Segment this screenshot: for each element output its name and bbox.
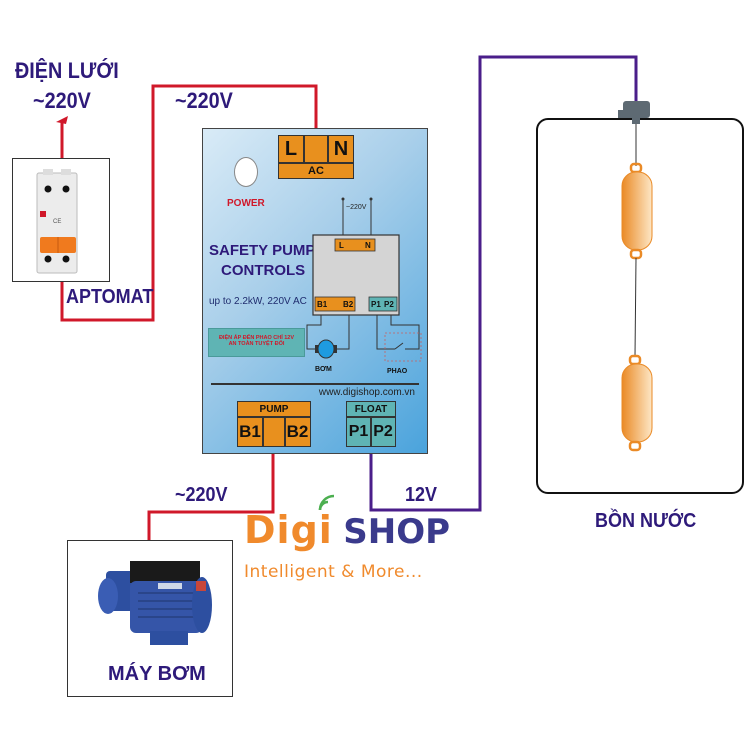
warning-line2: AN TOÀN TUYỆT ĐỐI	[228, 341, 285, 347]
pump-image-frame: MÁY BƠM	[67, 540, 233, 697]
wifi-signal-icon	[318, 494, 335, 511]
power-indicator-lamp	[234, 157, 258, 187]
schematic-p2: P2	[384, 300, 394, 309]
motor-icon	[317, 339, 335, 359]
brand-name-digi: Digi	[244, 508, 333, 552]
terminal-p1: P1	[348, 422, 369, 440]
circuit-breaker-icon: CE	[36, 169, 78, 274]
signal-wire-panel-to-float	[369, 55, 638, 512]
schematic-in-n: N	[365, 241, 371, 250]
tank-label: BỒN NƯỚC	[595, 510, 697, 532]
panel-spec: up to 2.2kW, 220V AC	[209, 296, 307, 307]
schematic-b1: B1	[317, 300, 328, 309]
water-pump-icon	[98, 561, 212, 645]
float-wire-voltage: 12V	[405, 484, 438, 506]
power-label: POWER	[227, 198, 265, 209]
float-terminal-caption: FLOAT	[354, 403, 388, 415]
schematic-float-label: PHAO	[387, 368, 408, 375]
lower-float-icon	[621, 354, 653, 452]
terminal-p2: P2	[373, 422, 393, 440]
mains-voltage: ~220V	[33, 88, 91, 113]
brand-logo: Digi SHOP	[244, 494, 451, 552]
pump-terminal-caption: PUMP	[259, 403, 289, 415]
safety-warning-box: ĐIỆN ÁP ĐẾN PHAO CHỈ 12V AN TOÀN TUYỆT Đ…	[208, 328, 305, 357]
wire-voltage-top: ~220V	[175, 88, 233, 113]
website-label: www.digishop.com.vn	[318, 387, 415, 398]
pump-controller-panel: L N AC POWER SAFETY PUMP CONTROLS up to …	[202, 128, 428, 454]
pump-terminal: PUMP B1 B2	[237, 401, 311, 447]
float-terminal: FLOAT P1 P2	[346, 401, 396, 447]
upper-float-icon	[621, 162, 653, 260]
terminal-n: N	[333, 137, 349, 160]
brand-tagline: Intelligent & More...	[244, 562, 423, 582]
panel-title-line2: CONTROLS	[221, 262, 306, 279]
mains-title: ĐIỆN LƯỚI	[15, 58, 119, 83]
svg-text:CE: CE	[53, 219, 61, 225]
terminal-b1: B1	[239, 421, 261, 441]
terminal-b2: B2	[286, 421, 309, 441]
breaker-label: APTOMAT	[66, 286, 154, 308]
brand-name-shop: SHOP	[343, 512, 451, 552]
live-wire-breaker-to-panel	[60, 84, 318, 322]
float-sensor-head-icon	[618, 101, 650, 124]
schematic-motor-label: BƠM	[315, 366, 332, 373]
schematic-supply-label: ~220V	[346, 204, 367, 211]
panel-divider	[211, 383, 419, 385]
wiring-schematic: ~220V L N B1 B2 P1 P2 BƠM PHAO	[306, 197, 422, 375]
schematic-b2: B2	[343, 300, 354, 309]
schematic-in-l: L	[339, 241, 344, 250]
wire-plug-icon	[56, 116, 68, 124]
float-switch-icon	[384, 332, 422, 362]
pump-wire-voltage: ~220V	[175, 484, 228, 506]
ac-terminal: L N AC	[278, 135, 354, 179]
ac-caption: AC	[308, 164, 324, 177]
schematic-p1: P1	[371, 300, 381, 309]
live-wire-panel-to-pump	[147, 452, 275, 540]
pump-label: MÁY BƠM	[108, 663, 206, 685]
warning-line1: ĐIỆN ÁP ĐẾN PHAO CHỈ 12V	[218, 335, 295, 341]
panel-title-line1: SAFETY PUMP	[209, 242, 316, 259]
terminal-l: L	[284, 137, 298, 160]
breaker-image-frame: CE	[12, 158, 110, 282]
